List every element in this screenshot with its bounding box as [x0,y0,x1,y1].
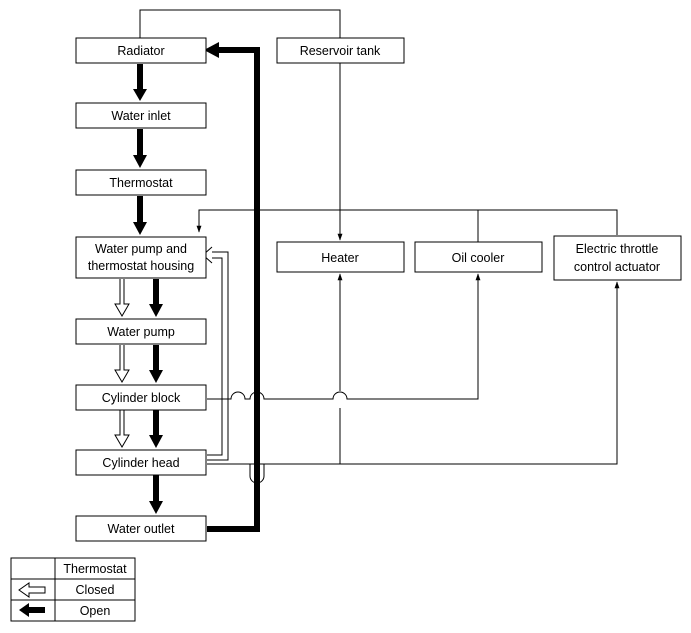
node-water-outlet: Water outlet [75,515,207,542]
node-label: Cylinder head [102,456,179,470]
node-label: Water pump [107,325,175,339]
closed-arrow-1 [114,279,130,317]
open-arrowhead [149,370,163,383]
node-label-line2: thermostat housing [88,259,194,273]
legend-open-label: Open [80,604,111,618]
node-label-line1: Electric throttle [576,242,659,256]
node-label: Water outlet [108,522,175,536]
node-electric-throttle-control-actuator: Electric throttle control actuator [553,235,682,281]
legend-closed-label: Closed [76,583,115,597]
open-flow-arrows [133,42,260,532]
open-arrowhead [149,501,163,514]
node-label: Heater [321,251,359,265]
node-label-line2: control actuator [574,260,660,274]
node-oil-cooler: Oil cooler [414,241,543,273]
heater-return-line [196,209,618,235]
open-arrowhead [133,155,147,168]
open-arrowhead [204,42,219,58]
cylinder-head-outlet-line [207,281,620,465]
node-thermostat: Thermostat [75,169,207,196]
node-water-inlet: Water inlet [75,102,207,129]
legend-header: Thermostat [63,562,127,576]
node-label: Thermostat [109,176,173,190]
node-label: Cylinder block [102,391,181,405]
open-arrowhead [149,435,163,448]
node-radiator: Radiator [75,37,207,64]
open-arrowhead [133,89,147,101]
bypass-outer-line [207,251,229,461]
node-reservoir-tank: Reservoir tank [276,37,405,64]
node-label: Radiator [117,44,164,58]
closed-flow-arrows [114,246,229,461]
node-cylinder-block: Cylinder block [75,384,207,411]
node-water-pump: Water pump [75,318,207,345]
node-water-pump-thermostat-housing: Water pump and thermostat housing [75,236,207,279]
closed-arrow-3 [114,410,130,448]
node-heater: Heater [276,241,405,273]
node-label: Water inlet [111,109,171,123]
radiator-reservoir-line [139,9,341,38]
closed-arrow-2 [114,345,130,383]
node-label: Oil cooler [452,251,505,265]
bypass-inner-line [207,257,223,456]
open-return-line [207,47,260,532]
open-arrowhead [149,304,163,317]
node-cylinder-head: Cylinder head [75,449,207,476]
node-label-line1: Water pump and [95,242,187,256]
open-arrowhead [133,222,147,235]
node-label: Reservoir tank [300,44,381,58]
legend-open-arrow-icon [19,603,45,617]
legend: Thermostat Closed Open [10,557,136,622]
cylinder-block-outlet-line [207,273,481,400]
legend-closed-arrow-icon [18,582,46,598]
